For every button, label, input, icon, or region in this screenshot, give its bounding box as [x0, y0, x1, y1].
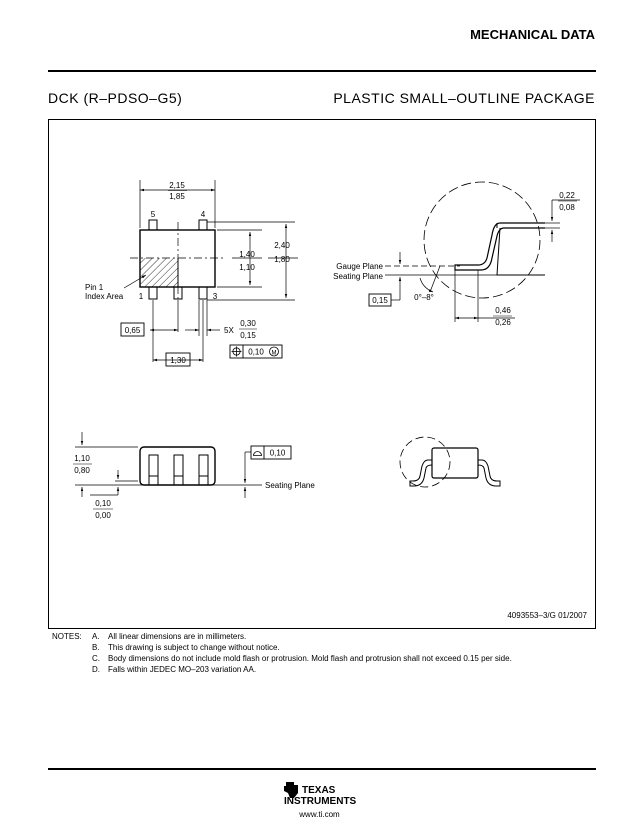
position-modifier: M [272, 351, 277, 357]
lead-angle: 0°–8° [414, 293, 434, 302]
lead-4 [198, 219, 208, 231]
front-lead-3 [198, 454, 209, 486]
dim-lead-width-min: 0,15 [240, 331, 256, 340]
note-text: Body dimensions do not include mold flas… [108, 654, 512, 663]
pin1-label-1: Pin 1 [85, 283, 104, 292]
dim-width-max: 2,15 [169, 181, 185, 190]
footer-rule [48, 768, 596, 770]
lead-2 [173, 286, 183, 300]
seating-plane-label-front: Seating Plane [265, 481, 315, 490]
ti-logo-line2: INSTRUMENTS [284, 796, 357, 807]
dim-standoff-min: 0,00 [95, 511, 111, 520]
dim-height-min: 0,80 [74, 466, 90, 475]
dim-foot-min: 0,26 [495, 318, 511, 327]
lead-1 [148, 286, 158, 300]
lead-detail-labels: 0,22 0,08 Gauge Plane Seating Plane 0,15… [333, 191, 577, 327]
front-view [75, 432, 292, 498]
note-item: C. Body dimensions do not include mold fl… [92, 654, 512, 663]
dim-height-max: 1,10 [74, 454, 90, 463]
dim-total-height-min: 1,80 [274, 255, 290, 264]
package-description: PLASTIC SMALL–OUTLINE PACKAGE [333, 90, 595, 106]
pin-1-label: 1 [139, 292, 144, 301]
dim-standoff-max: 0,10 [95, 499, 111, 508]
dim-total-height-max: 2,40 [274, 241, 290, 250]
header-rule [48, 70, 596, 72]
pin-5-label: 5 [151, 210, 156, 219]
dim-lead-thick-max: 0,22 [559, 191, 575, 200]
ti-logo-line1: TEXAS [302, 785, 336, 796]
dim-body-height-min: 1,10 [239, 263, 255, 272]
dim-lead-width-prefix: 5X [224, 326, 234, 335]
notes-label: NOTES: [52, 632, 82, 641]
dim-gauge-height: 0,15 [372, 296, 388, 305]
dim-body-height-max: 1,40 [239, 250, 255, 259]
lead-3 [198, 286, 208, 300]
front-body [139, 446, 216, 486]
note-letter: A. [92, 632, 100, 641]
seating-plane-label-detail: Seating Plane [333, 272, 383, 281]
front-lead-detail [399, 436, 501, 488]
note-item: B. This drawing is subject to change with… [92, 643, 280, 652]
gauge-plane-label: Gauge Plane [336, 262, 383, 271]
pin1-label-2: Index Area [85, 292, 124, 301]
pin1-index-area [140, 258, 178, 287]
ti-url-link[interactable]: www.ti.com [299, 810, 340, 819]
dim-lead-width-max: 0,30 [240, 319, 256, 328]
drawing-frame [48, 119, 596, 629]
pin-4-label: 4 [201, 210, 206, 219]
note-letter: D. [92, 665, 100, 674]
top-view-labels: 2,15 1,85 5 4 1 3 Pin 1 Index Area 1,40 … [85, 181, 290, 365]
lead-5 [148, 219, 158, 231]
detail-circle [423, 181, 541, 299]
pin-3-label: 3 [213, 292, 218, 301]
front-view-labels: 1,10 0,80 0,10 0,00 0,10 Seating Plane [73, 449, 315, 520]
texas-state-icon [284, 782, 298, 798]
note-letter: B. [92, 643, 100, 652]
front-detail-circle [399, 436, 451, 488]
note-letter: C. [92, 654, 100, 663]
dim-lead-thick-min: 0,08 [559, 203, 575, 212]
document-id: 4093553–3/G 01/2007 [507, 611, 587, 620]
coplanarity-value: 0,10 [270, 449, 286, 458]
package-code: DCK (R–PDSO–G5) [48, 90, 183, 106]
note-text: This drawing is subject to change withou… [108, 643, 280, 652]
dim-pin-span: 1,30 [170, 356, 186, 365]
note-text: All linear dimensions are in millimeters… [108, 632, 247, 641]
note-item: A. All linear dimensions are in millimete… [92, 632, 246, 641]
position-tolerance: 0,10 [248, 348, 264, 357]
front-lead-2 [173, 454, 184, 486]
dim-foot-max: 0,46 [495, 306, 511, 315]
top-view [120, 180, 298, 367]
ti-logo: TEXAS INSTRUMENTS [284, 782, 357, 807]
page-header-title: MECHANICAL DATA [470, 27, 595, 42]
dim-width-min: 1,85 [169, 192, 185, 201]
note-text: Falls within JEDEC MO–203 variation AA. [108, 665, 257, 674]
lead-detail-view [368, 181, 580, 322]
dim-pitch: 0,65 [125, 326, 141, 335]
note-item: D. Falls within JEDEC MO–203 variation AA… [92, 665, 256, 674]
front-lead-1 [148, 454, 159, 486]
